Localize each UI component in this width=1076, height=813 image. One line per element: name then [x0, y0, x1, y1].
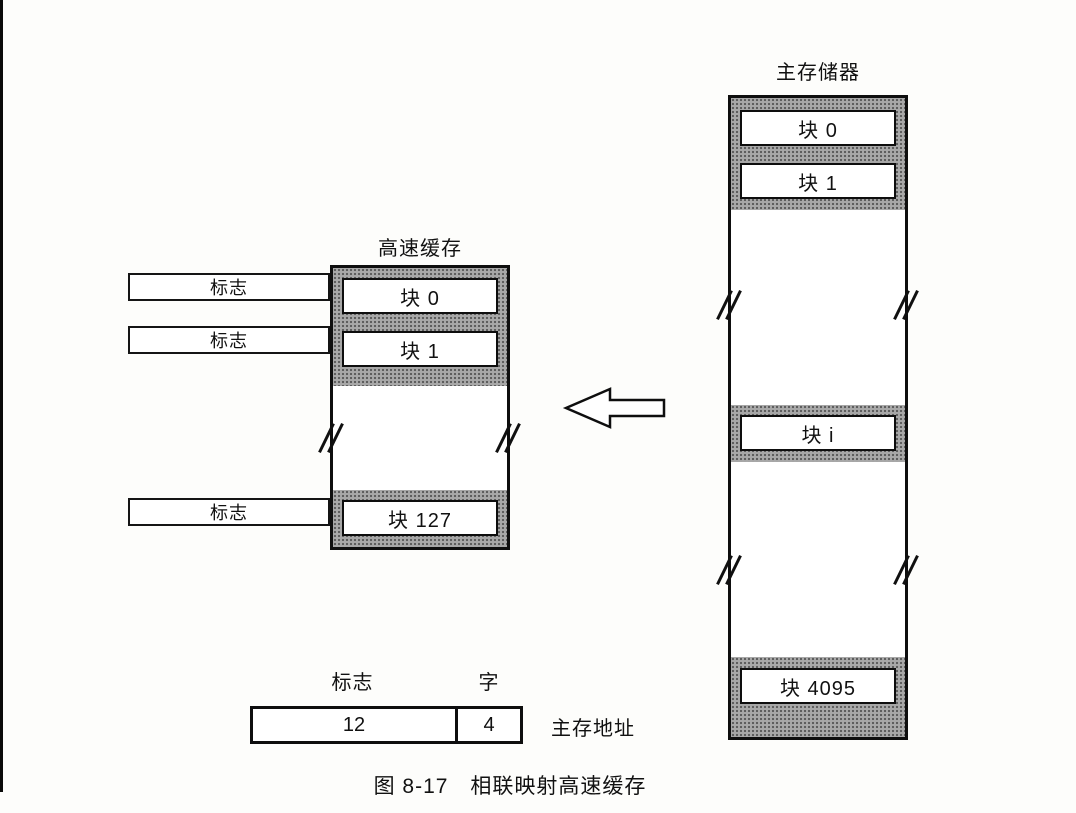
break-mark — [893, 290, 919, 320]
main-memory-block-1: 块 1 — [740, 163, 896, 199]
break-mark — [716, 290, 742, 320]
cache-tag-row-2: 标志 — [128, 498, 330, 526]
address-box: 12 4 — [250, 706, 523, 744]
arrow-left-icon — [562, 387, 666, 429]
break-mark — [716, 555, 742, 585]
main-memory-top-band: 块 0 块 1 — [731, 98, 905, 210]
cache-box: 块 0 块 1 块 127 — [330, 265, 510, 550]
cache-tag-row-0: 标志 — [128, 273, 330, 301]
address-tag-field-value: 12 — [342, 713, 366, 736]
cache-tag-row-1: 标志 — [128, 326, 330, 354]
main-memory-block-i: 块 i — [740, 415, 896, 451]
main-memory-box: 块 0 块 1 块 i 块 4095 — [728, 95, 908, 740]
address-side-label: 主存地址 — [551, 718, 635, 740]
cache-block-1: 块 1 — [342, 331, 498, 367]
break-mark — [893, 555, 919, 585]
main-memory-block-4095: 块 4095 — [740, 668, 896, 704]
main-memory-title: 主存储器 — [776, 62, 860, 84]
main-memory-block-i-band: 块 i — [731, 405, 905, 462]
address-word-field-value: 4 — [455, 709, 520, 741]
cache-block-0: 块 0 — [342, 278, 498, 314]
figure-caption: 图 8-17 相联映射高速缓存 — [373, 775, 647, 798]
cache-bottom-band: 块 127 — [333, 490, 507, 547]
main-memory-bottom-band: 块 4095 — [731, 657, 905, 737]
cache-top-band: 块 0 块 1 — [333, 268, 507, 386]
cache-title: 高速缓存 — [378, 238, 462, 260]
main-memory-block-0: 块 0 — [740, 110, 896, 146]
break-mark — [495, 423, 521, 453]
address-word-field-label: 字 — [478, 672, 500, 694]
scan-edge-line — [0, 0, 3, 792]
break-mark — [318, 423, 344, 453]
address-tag-field-label: 标志 — [331, 672, 374, 694]
cache-block-127: 块 127 — [342, 500, 498, 536]
